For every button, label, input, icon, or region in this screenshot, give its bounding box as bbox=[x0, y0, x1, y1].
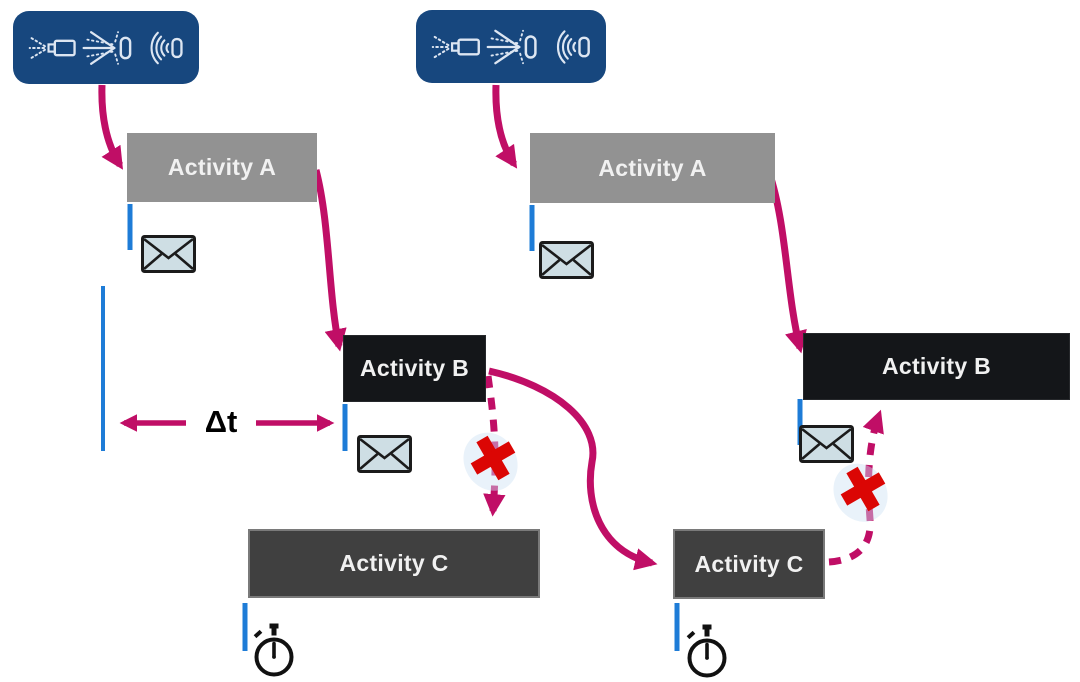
spray-emitter-icon bbox=[28, 36, 76, 59]
activity-a-right-label: Activity A bbox=[598, 154, 707, 181]
envelope-icon bbox=[357, 435, 412, 473]
blocked-cross-left-icon bbox=[463, 432, 518, 491]
particle-beam-icon bbox=[82, 30, 132, 65]
arrow-sensor-to-a-right bbox=[492, 84, 518, 169]
activity-b-left: Activity B bbox=[343, 335, 486, 402]
activity-c-right: Activity C bbox=[673, 529, 825, 599]
stopwatch-icon bbox=[253, 623, 294, 677]
arrow-sensor-to-a-left bbox=[98, 84, 124, 170]
envelope-icon bbox=[141, 235, 196, 273]
arrow-b-to-c-blocked-left bbox=[483, 375, 506, 517]
activity-b-right: Activity B bbox=[803, 333, 1070, 400]
activity-c-left: Activity C bbox=[248, 529, 540, 598]
activity-b-left-label: Activity B bbox=[359, 355, 470, 381]
sensor-panel-right bbox=[416, 10, 606, 83]
activity-b-right-label: Activity B bbox=[881, 353, 992, 379]
sensor-panel-left bbox=[13, 11, 199, 84]
blocked-cross-right-icon bbox=[833, 463, 888, 522]
delta-t-label: Δt bbox=[204, 404, 238, 439]
ultrasound-sensor-icon bbox=[150, 31, 183, 64]
ultrasound-sensor-icon bbox=[556, 29, 590, 64]
spray-emitter-icon bbox=[431, 35, 480, 58]
activity-c-right-label: Activity C bbox=[694, 550, 804, 577]
envelope-icon bbox=[539, 241, 594, 279]
activity-c-left-label: Activity C bbox=[339, 550, 449, 576]
arrow-a-to-b-left bbox=[312, 169, 347, 352]
envelope-icon bbox=[799, 425, 854, 463]
activity-a-left-label: Activity A bbox=[167, 154, 277, 180]
particle-beam-icon bbox=[486, 29, 538, 64]
stopwatch-icon bbox=[686, 624, 727, 678]
activity-a-right: Activity A bbox=[530, 133, 775, 203]
activity-a-left: Activity A bbox=[127, 133, 317, 202]
